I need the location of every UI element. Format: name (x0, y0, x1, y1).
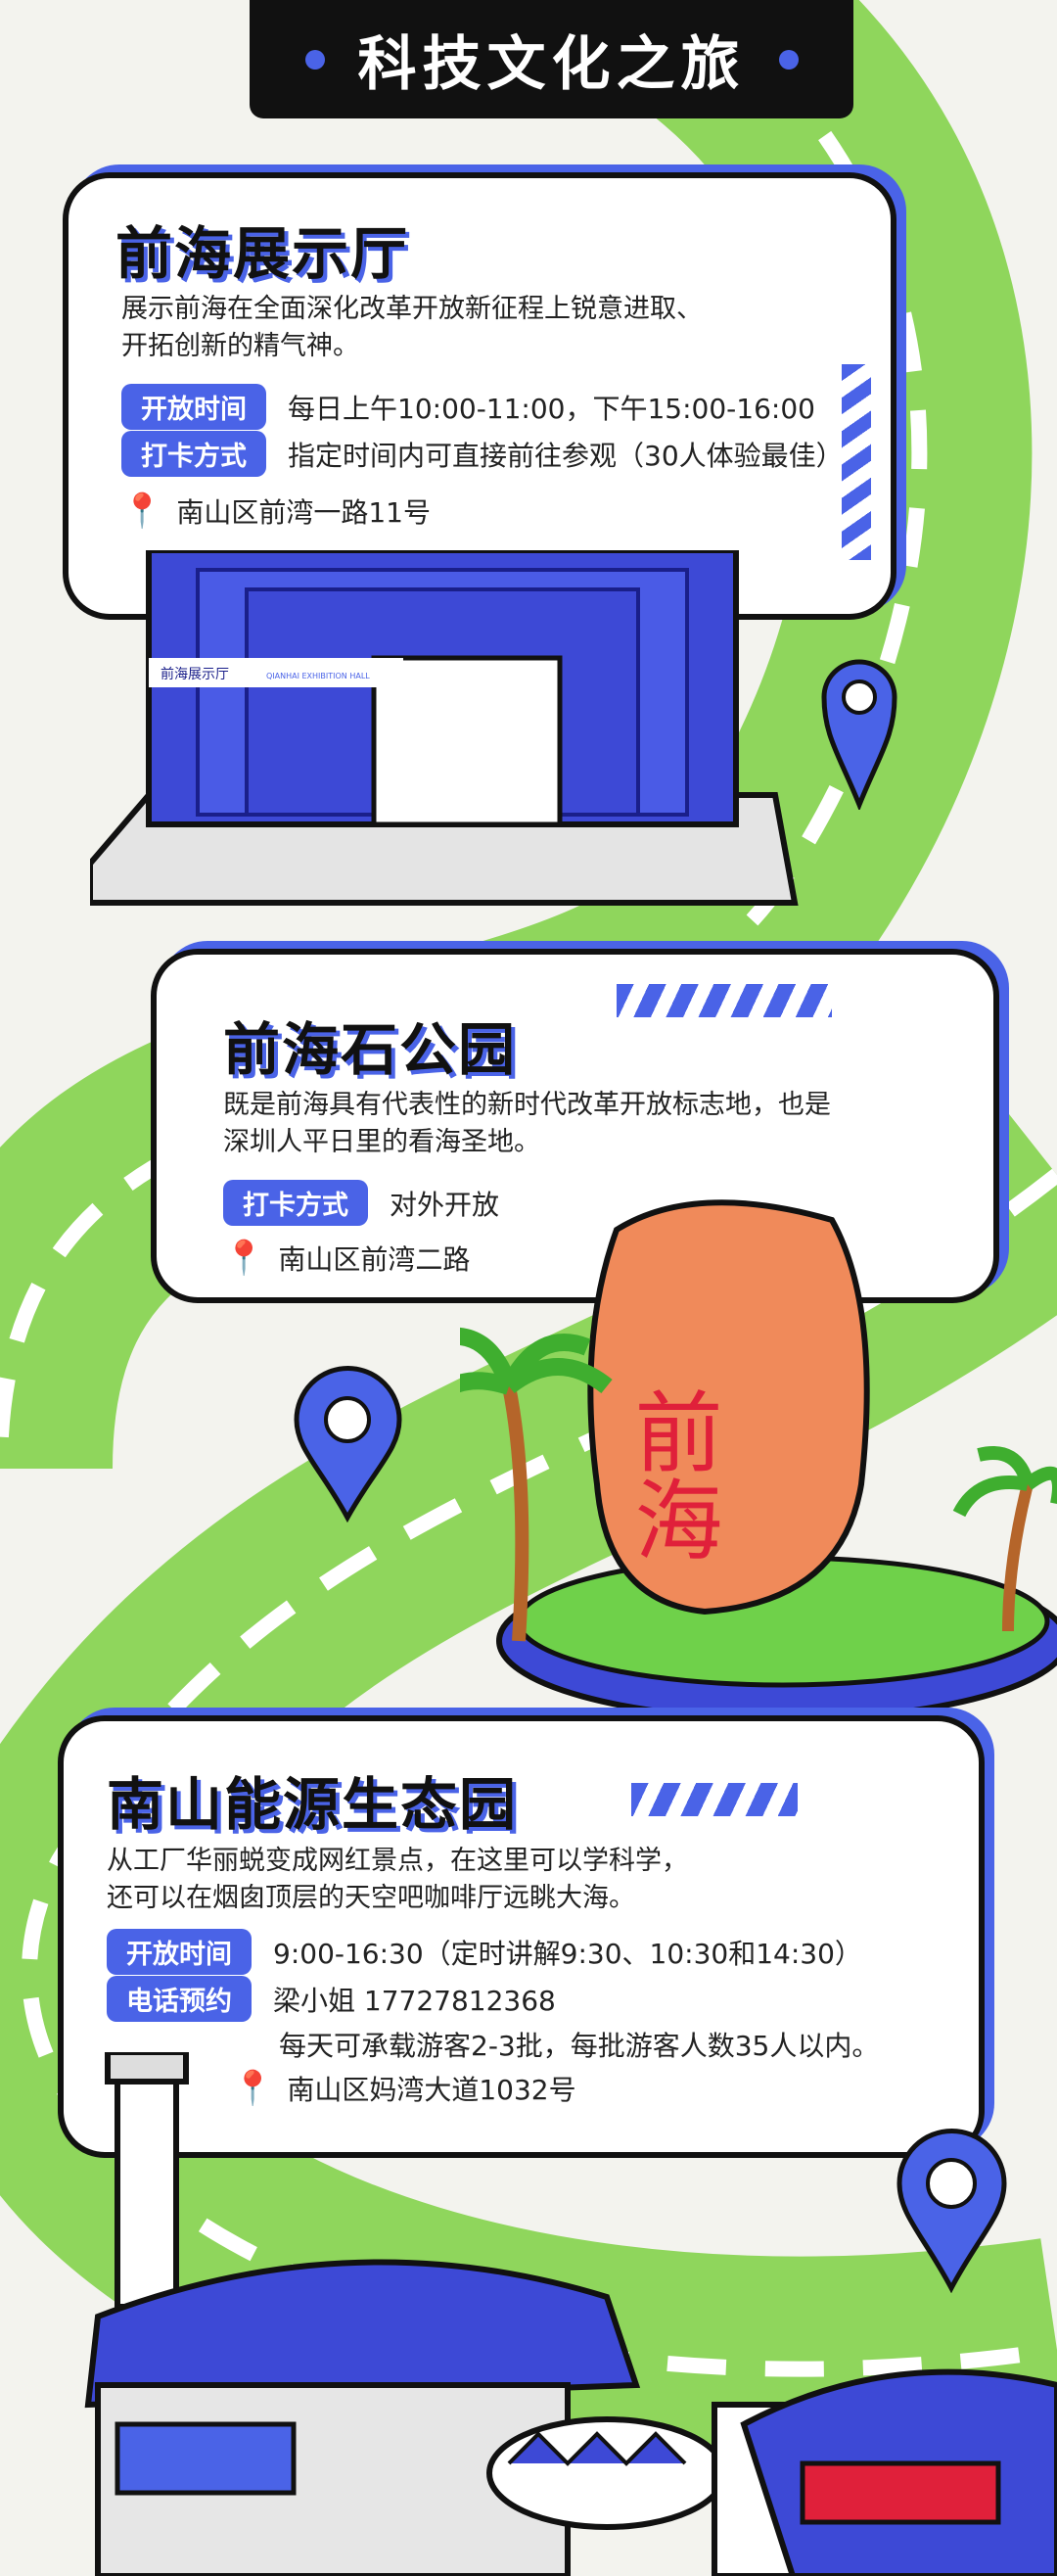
card-title: 南山能源生态园 (107, 1771, 519, 1838)
info-value: 指定时间内可直接前往参观（30人体验最佳） (288, 439, 844, 472)
address: 📍 南山区前湾二路 (223, 1239, 470, 1278)
rock-inscription: 前海 (620, 1386, 722, 1563)
card-description: 从工厂华丽蜕变成网红景点，在这里可以学科学， 还可以在烟囱顶层的天空吧咖啡厅远眺… (107, 1843, 688, 1917)
capacity-note: 每天可承载游客2-3批，每批游客人数35人以内。 (279, 2025, 879, 2064)
page-title: 科技文化之旅 (357, 30, 746, 99)
desc-line: 展示前海在全面深化改革开放新征程上锐意进取、 (121, 294, 703, 324)
dot-icon (778, 49, 799, 70)
card-qianhai-stone-park: 前海石公园 既是前海具有代表性的新时代改革开放标志地，也是 深圳人平日里的看海圣… (151, 949, 999, 1303)
tag-phone-booking: 电话预约 (107, 1976, 252, 2022)
info-row: 开放时间每日上午10:00-11:00，下午15:00-16:00 (121, 384, 815, 430)
sign-cn: 前海展示厅 (161, 666, 229, 682)
tag-open-time: 开放时间 (121, 384, 266, 430)
desc-line: 还可以在烟囱顶层的天空吧咖啡厅远眺大海。 (107, 1883, 635, 1913)
map-marker-icon (294, 1366, 402, 1522)
info-row: 开放时间 9:00-16:30（定时讲解9:30、10:30和14:30） (107, 1929, 862, 1975)
info-row: 打卡方式指定时间内可直接前往参观（30人体验最佳） (121, 431, 844, 477)
address-text: 南山区妈湾大道1032号 (287, 2074, 576, 2106)
info-value: 对外开放 (390, 1188, 500, 1221)
card-title: 前海展示厅 (115, 220, 410, 287)
info-row: 电话预约梁小姐 17727812368 (107, 1976, 556, 2022)
desc-line: 既是前海具有代表性的新时代改革开放标志地，也是 (223, 1090, 831, 1120)
page-title-banner: 科技文化之旅 (250, 0, 853, 118)
card-nanshan-energy-eco-park: 南山能源生态园 从工厂华丽蜕变成网红景点，在这里可以学科学， 还可以在烟囱顶层的… (58, 1715, 985, 2158)
location-pin-icon: 📍 (223, 1239, 265, 1278)
info-row: 打卡方式对外开放 (223, 1180, 499, 1226)
card-title: 前海石公园 (223, 1016, 518, 1083)
map-marker-icon (896, 2129, 1007, 2293)
desc-line: 开拓创新的精气神。 (121, 331, 359, 361)
card-description: 既是前海具有代表性的新时代改革开放标志地，也是 深圳人平日里的看海圣地。 (223, 1087, 831, 1161)
decor-stripes (842, 364, 871, 560)
address: 📍 南山区前湾一路11号 (121, 492, 431, 531)
location-pin-icon: 📍 (121, 492, 163, 531)
info-value: 9:00-16:30（定时讲解9:30、10:30和14:30） (273, 1937, 862, 1970)
exhibition-hall-illustration: 前海展示厅 QIANHAI EXHIBITION HALL (90, 550, 799, 906)
dot-icon (304, 49, 325, 70)
qianhai-stone-illustration: 前海 (460, 1199, 1057, 1722)
decor-stripes (617, 984, 832, 1017)
desc-line: 深圳人平日里的看海圣地。 (223, 1127, 540, 1157)
info-value: 每日上午10:00-11:00，下午15:00-16:00 (288, 392, 815, 425)
info-value: 每天可承载游客2-3批，每批游客人数35人以内。 (279, 2030, 880, 2062)
tag-checkin: 打卡方式 (121, 431, 266, 477)
tag-open-time: 开放时间 (107, 1929, 252, 1975)
address: 📍 南山区妈湾大道1032号 (232, 2069, 576, 2108)
card-description: 展示前海在全面深化改革开放新征程上锐意进取、 开拓创新的精气神。 (121, 291, 703, 365)
map-marker-icon (821, 659, 897, 810)
sign-en: QIANHAI EXHIBITION HALL (266, 672, 370, 680)
location-pin-icon: 📍 (232, 2069, 274, 2108)
desc-line: 从工厂华丽蜕变成网红景点，在这里可以学科学， (107, 1846, 688, 1876)
info-value: 梁小姐 17727812368 (273, 1984, 556, 2017)
address-text: 南山区前湾二路 (278, 1243, 471, 1276)
tag-checkin: 打卡方式 (223, 1180, 368, 1226)
decor-stripes (631, 1783, 798, 1816)
card-qianhai-exhibition-hall: 前海展示厅 展示前海在全面深化改革开放新征程上锐意进取、 开拓创新的精气神。 开… (63, 172, 896, 620)
energy-park-buildings-illustration (84, 2052, 1057, 2576)
address-text: 南山区前湾一路11号 (176, 496, 431, 529)
